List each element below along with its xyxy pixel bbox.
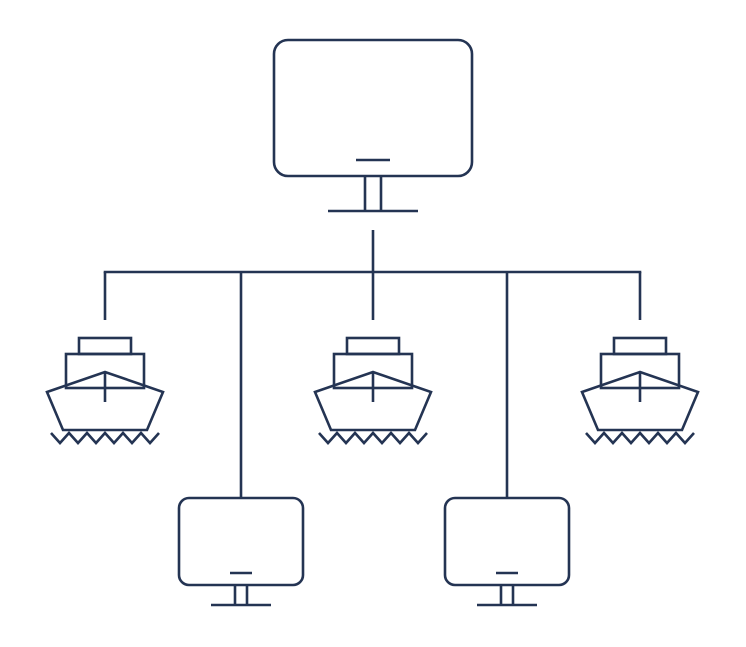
diagram-nodes [45, 38, 700, 607]
ship-hull [580, 370, 700, 432]
monitor-neck [363, 176, 383, 211]
ship-chimney [77, 336, 133, 356]
connector-lines [103, 230, 642, 498]
ship-chimney [612, 336, 668, 356]
monitor-icon [272, 38, 474, 213]
monitor-screen [177, 496, 305, 587]
ship-hull [313, 370, 433, 432]
ship-hull [45, 370, 165, 432]
monitor-neck [233, 585, 249, 605]
ship-waves [585, 431, 695, 445]
ship-icon [580, 336, 700, 445]
monitor-neck [499, 585, 515, 605]
ship-icon [313, 336, 433, 445]
monitor-icon [443, 496, 571, 607]
ship-waves [50, 431, 160, 445]
ship-chimney [345, 336, 401, 356]
monitor-icon [177, 496, 305, 607]
monitor-screen [443, 496, 571, 587]
ship-waves [318, 431, 428, 445]
ship-icon [45, 336, 165, 445]
monitor-screen [272, 38, 474, 178]
